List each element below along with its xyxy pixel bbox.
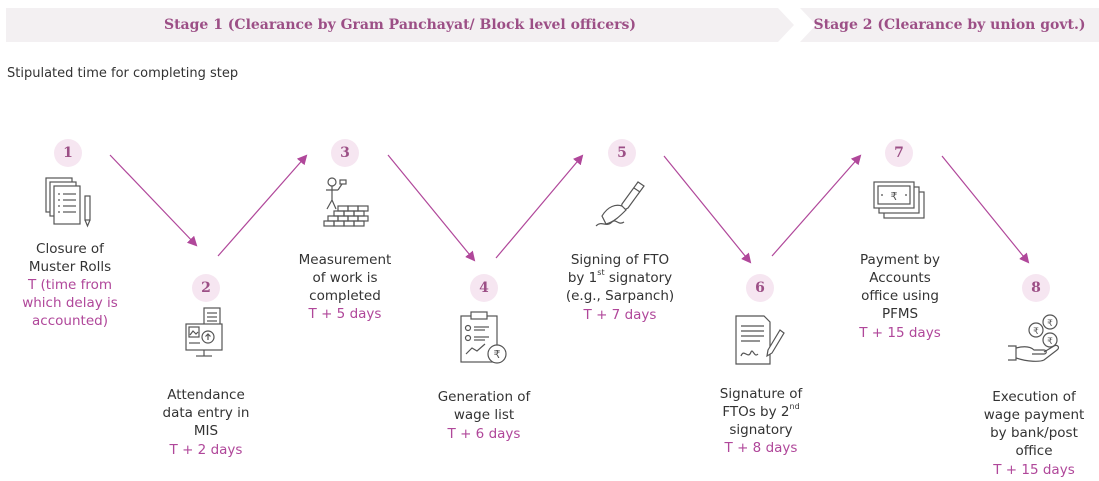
step-5-label-line: Signing of FTO (570, 252, 670, 268)
step-8-label: Execution of wage payment by bank/post o… (970, 388, 1098, 460)
step-7-label-line: PFMS (881, 306, 919, 322)
step-3-label-line: of work is (312, 270, 378, 286)
svg-text:₹: ₹ (1033, 327, 1039, 337)
svg-text:₹: ₹ (1047, 319, 1053, 329)
document-signature-icon (735, 315, 785, 365)
step-2-time: T + 2 days (169, 442, 243, 458)
step-8-time: T + 15 days (993, 462, 1075, 478)
step-1-label-line: Muster Rolls (28, 259, 112, 275)
svg-text:₹: ₹ (891, 190, 898, 203)
step-7-label-line: Payment by (860, 252, 940, 268)
clipboard-rupee-icon: ₹ (460, 311, 507, 364)
step-2-label-line: MIS (193, 423, 219, 439)
stage-2-banner: Stage 2 (Clearance by union govt.) (800, 8, 1099, 42)
worker-bricks-icon (323, 177, 369, 227)
step-8-label-line: office (1015, 443, 1053, 459)
step-1-time-line: T (time from (27, 277, 112, 293)
arrow-4-5 (495, 154, 584, 259)
documents-pen-icon (45, 177, 91, 228)
step-2-label: Attendance data entry in MIS (143, 386, 269, 440)
step-7-label: Payment by Accounts office using PFMS (835, 251, 965, 323)
step-8-number: 8 (1022, 274, 1050, 302)
diagram-subtitle: Stipulated time for completing step (7, 66, 239, 81)
hand-signing-icon (595, 181, 645, 227)
arrow-7-8 (941, 155, 1030, 264)
step-7-label-line: Accounts (869, 270, 931, 286)
step-7-number: 7 (885, 139, 913, 167)
step-4-label-line: wage list (453, 407, 515, 423)
step-1-label-line: Closure of (36, 241, 104, 257)
step-3-label-line: Measurement (298, 252, 392, 268)
arrow-2-3 (217, 154, 308, 257)
step-7-label-line: office using (861, 288, 939, 304)
step-1-number: 1 (54, 139, 82, 167)
step-6-number: 6 (746, 274, 774, 302)
step-8-label-line: by bank/post (990, 425, 1078, 441)
svg-text:₹: ₹ (494, 348, 501, 361)
step-5-label-line: (e.g., Sarpanch) (565, 288, 675, 304)
step-3-time: T + 5 days (308, 306, 382, 322)
step-8-label-line: Execution of (992, 389, 1076, 405)
rupee-notes-icon: ₹ (873, 181, 925, 219)
step-4-label: Generation of wage list (418, 388, 550, 424)
step-1-time-line: which delay is (22, 295, 118, 311)
step-6-label: Signature of FTOs by 2nd signatory (696, 385, 826, 439)
step-4-label-line: Generation of (437, 389, 531, 405)
svg-text:₹: ₹ (1047, 337, 1053, 347)
step-4-time: T + 6 days (447, 426, 521, 442)
arrow-5-6 (663, 155, 752, 264)
step-5-time: T + 7 days (583, 307, 657, 323)
step-6-label-line: signatory (729, 422, 793, 438)
step-7-time: T + 15 days (859, 325, 941, 341)
step-1-label: Closure of Muster Rolls (5, 240, 135, 276)
step-4-number: 4 (470, 274, 498, 302)
step-6-time: T + 8 days (724, 440, 798, 456)
hand-coins-icon: ₹ ₹ ₹ (1008, 314, 1060, 362)
step-8-label-line: wage payment (983, 407, 1085, 423)
step-3-label-line: completed (309, 288, 381, 304)
step-6-label-line: Signature of (719, 386, 803, 402)
step-6-label-line-2: FTOs by 2nd (722, 402, 800, 421)
step-5-number: 5 (608, 139, 636, 167)
step-2-label-line: data entry in (162, 405, 250, 421)
step-5-label-line-2: by 1st signatory (567, 268, 673, 287)
step-1-time: T (time from which delay is accounted) (5, 276, 135, 330)
computer-upload-icon (185, 307, 223, 357)
step-3-number: 3 (331, 139, 359, 167)
step-1-time-line: accounted) (32, 313, 108, 329)
arrow-6-7 (771, 154, 862, 257)
stage-1-banner: Stage 1 (Clearance by Gram Panchayat/ Bl… (6, 8, 794, 42)
arrow-3-4 (387, 154, 476, 262)
step-2-label-line: Attendance (167, 387, 245, 403)
step-2-number: 2 (192, 274, 220, 302)
step-3-label: Measurement of work is completed (279, 251, 411, 305)
step-5-label: Signing of FTO by 1st signatory (e.g., S… (545, 251, 695, 305)
arrow-1-2 (109, 154, 198, 247)
